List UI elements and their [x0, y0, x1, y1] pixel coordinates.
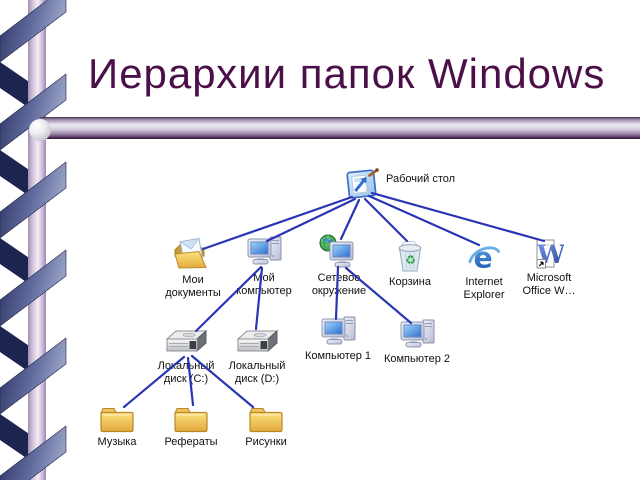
page-title: Иерархии папок Windows — [88, 50, 606, 97]
node-my-computer-label: Мой компьютер — [236, 272, 292, 297]
bar-end-sphere — [29, 119, 51, 141]
node-music[interactable]: Музыка — [72, 404, 162, 449]
recycle-bin-icon — [395, 240, 425, 274]
computer-icon — [398, 319, 436, 349]
computer-icon — [245, 236, 283, 266]
node-word[interactable]: Microsoft Office W… — [504, 238, 594, 298]
node-disk-d[interactable]: Локальный диск (D:) — [212, 328, 302, 386]
node-disk-c-label: Локальный диск (C:) — [157, 360, 215, 385]
node-desktop[interactable]: Рабочий стол — [344, 166, 455, 202]
word-icon — [534, 238, 564, 270]
node-referats-label: Рефераты — [164, 436, 218, 448]
folder-icon — [173, 404, 209, 434]
node-computer2[interactable]: Компьютер 2 — [372, 319, 462, 366]
hard-disk-icon — [163, 328, 209, 356]
node-computer1[interactable]: Компьютер 1 — [293, 316, 383, 363]
computer-icon — [319, 316, 357, 346]
node-internet-explorer-label: Internet Explorer — [463, 276, 505, 301]
node-disk-d-label: Локальный диск (D:) — [228, 360, 286, 385]
node-music-label: Музыка — [97, 436, 137, 448]
folder-icon — [248, 404, 284, 434]
title-rule-bar — [40, 117, 640, 139]
ribbon-decoration — [0, 0, 67, 480]
node-computer2-label: Компьютер 2 — [383, 353, 451, 365]
network-icon — [319, 234, 359, 270]
node-pictures[interactable]: Рисунки — [221, 404, 311, 449]
desktop-icon — [344, 166, 380, 202]
node-computer1-label: Компьютер 1 — [304, 350, 372, 362]
open-folder-icon — [173, 238, 213, 272]
folder-icon — [99, 404, 135, 434]
internet-explorer-icon — [467, 242, 501, 274]
node-desktop-label: Рабочий стол — [386, 173, 456, 185]
node-referats[interactable]: Рефераты — [146, 404, 236, 449]
node-internet-explorer[interactable]: Internet Explorer — [439, 242, 529, 302]
node-pictures-label: Рисунки — [245, 436, 287, 448]
hard-disk-icon — [234, 328, 280, 356]
node-recycle-bin-label: Корзина — [389, 276, 431, 288]
node-word-label: Microsoft Office W… — [522, 272, 576, 297]
